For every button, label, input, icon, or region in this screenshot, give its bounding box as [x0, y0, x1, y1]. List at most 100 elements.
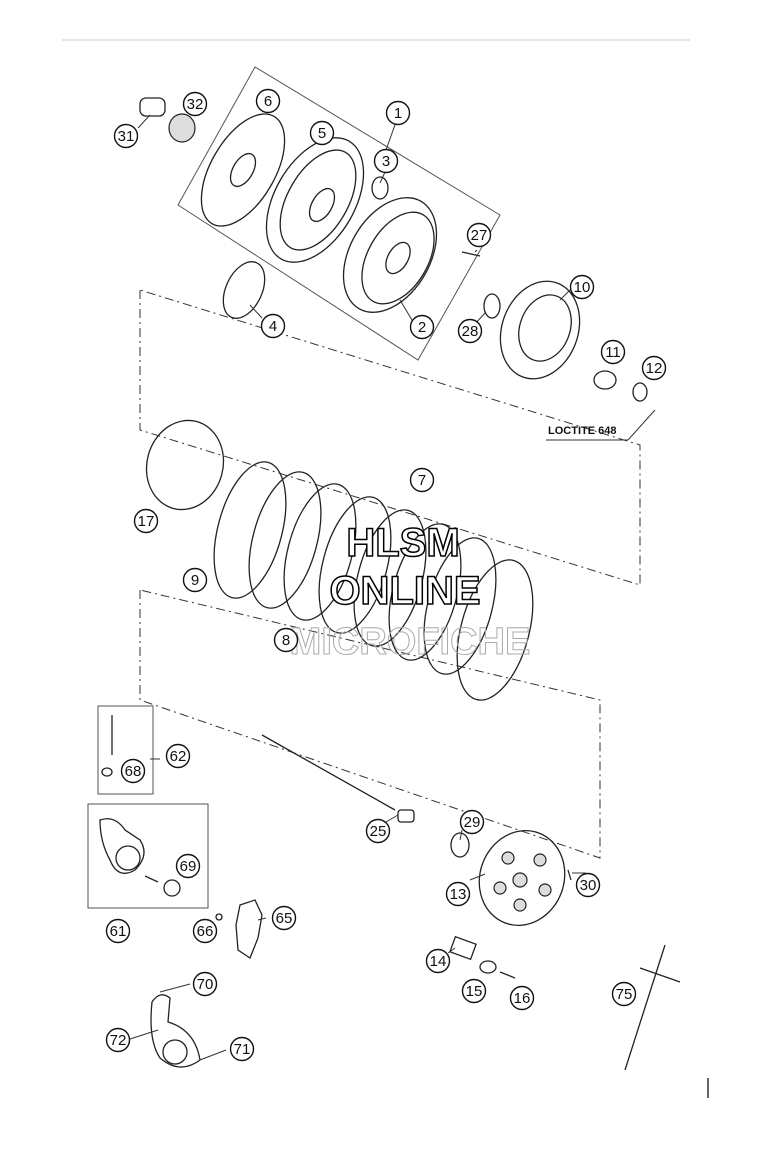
- part-65-gasket: [235, 899, 263, 959]
- callout-15: 15: [461, 978, 487, 1004]
- callout-number: 7: [418, 472, 426, 489]
- callout-circle: [641, 355, 667, 381]
- part-15-washer: [479, 960, 497, 974]
- callout-circle: [105, 1027, 131, 1053]
- callout-circle: [509, 985, 535, 1011]
- plates-dashed-frame: [139, 289, 641, 586]
- callout-3: 3: [373, 148, 399, 174]
- watermark-line2: ONLINE: [329, 569, 480, 613]
- callout-25: 25: [365, 818, 391, 844]
- callout-circle: [409, 467, 435, 493]
- callout-circle: [182, 567, 208, 593]
- loctite-leader: [627, 409, 656, 441]
- callout-number: 4: [269, 318, 277, 335]
- callout-13: 13: [445, 881, 471, 907]
- callout-number: 5: [318, 125, 326, 142]
- callout-circle: [309, 120, 335, 146]
- callout-29: 29: [459, 809, 485, 835]
- callout-number: 62: [170, 748, 187, 765]
- callout-1: 1: [385, 100, 411, 126]
- callout-number: 6: [264, 93, 272, 110]
- callout-number: 1: [394, 105, 402, 122]
- callout-27: 27: [466, 222, 492, 248]
- callout-number: 28: [462, 323, 479, 340]
- callout-11: 11: [600, 339, 626, 365]
- callout-number: 3: [382, 153, 390, 170]
- part-29-bearing: [450, 832, 470, 858]
- callout-circle: [113, 123, 139, 149]
- part-75-syringe: [624, 944, 681, 1071]
- callout-28: 28: [457, 318, 483, 344]
- callout-16: 16: [509, 985, 535, 1011]
- callout-circle: [459, 809, 485, 835]
- callout-number: 66: [197, 923, 214, 940]
- callout-number: 25: [370, 823, 387, 840]
- callout-number: 30: [580, 877, 597, 894]
- callout-17: 17: [133, 508, 159, 534]
- callout-circle: [466, 222, 492, 248]
- part-66-small: [215, 913, 223, 921]
- callout-9: 9: [182, 567, 208, 593]
- callout-61: 61: [105, 918, 131, 944]
- callout-circle: [409, 314, 435, 340]
- callout-70: 70: [192, 971, 218, 997]
- part-13-pressure-plate: [478, 830, 566, 926]
- callout-circle: [165, 743, 191, 769]
- leader-lines: [129, 114, 586, 1061]
- part-3-ring: [371, 176, 389, 200]
- callout-number: 16: [514, 990, 531, 1007]
- callout-number: 65: [276, 910, 293, 927]
- callout-31: 31: [113, 123, 139, 149]
- slave-cylinder-box: [87, 803, 209, 909]
- part-6-disk: [200, 113, 286, 227]
- part-17-oring: [145, 419, 225, 511]
- callout-number: 17: [138, 513, 155, 530]
- callout-68: 68: [120, 758, 146, 784]
- callout-14: 14: [425, 948, 451, 974]
- plates-dashed-frame-lower: [139, 589, 601, 859]
- callout-circle: [445, 881, 471, 907]
- part-16-screw: [499, 971, 516, 979]
- callout-10: 10: [569, 274, 595, 300]
- callout-8: 8: [273, 627, 299, 653]
- part-69-pin: [144, 875, 159, 883]
- callout-69: 69: [175, 853, 201, 879]
- callout-number: 13: [450, 886, 467, 903]
- part-31-32-bushing: [139, 97, 196, 143]
- plate-stack: [213, 461, 534, 701]
- callout-65: 65: [271, 905, 297, 931]
- part-69-washer: [163, 879, 181, 897]
- callout-number: 10: [574, 279, 591, 296]
- callout-number: 8: [282, 632, 290, 649]
- callout-number: 71: [234, 1041, 251, 1058]
- clutch-basket-frame: [177, 66, 501, 361]
- callout-circle: [271, 905, 297, 931]
- callout-circle: [457, 318, 483, 344]
- callout-number: 32: [187, 96, 204, 113]
- watermark-line1: HLSM: [346, 521, 459, 565]
- callout-circle: [255, 88, 281, 114]
- part-14-spring: [449, 935, 477, 961]
- callout-circle: [182, 91, 208, 117]
- callout-71: 71: [229, 1036, 255, 1062]
- callout-75: 75: [611, 981, 637, 1007]
- part-61-slave-cylinder: [99, 818, 145, 874]
- callout-circle: [575, 872, 601, 898]
- part-4-gear: [222, 261, 266, 319]
- loctite-note: LOCTITE 648: [548, 425, 616, 437]
- callout-number: 12: [646, 360, 663, 377]
- callout-number: 72: [110, 1032, 127, 1049]
- callout-72: 72: [105, 1027, 131, 1053]
- callout-circle: [133, 508, 159, 534]
- callout-32: 32: [182, 91, 208, 117]
- callout-circle: [192, 918, 218, 944]
- part-2-basket: [342, 197, 438, 313]
- callout-number: 70: [197, 976, 214, 993]
- callout-30: 30: [575, 872, 601, 898]
- callout-7: 7: [409, 467, 435, 493]
- callout-circle: [260, 313, 286, 339]
- callout-number: 29: [464, 814, 481, 831]
- callout-circle: [175, 853, 201, 879]
- callout-5: 5: [309, 120, 335, 146]
